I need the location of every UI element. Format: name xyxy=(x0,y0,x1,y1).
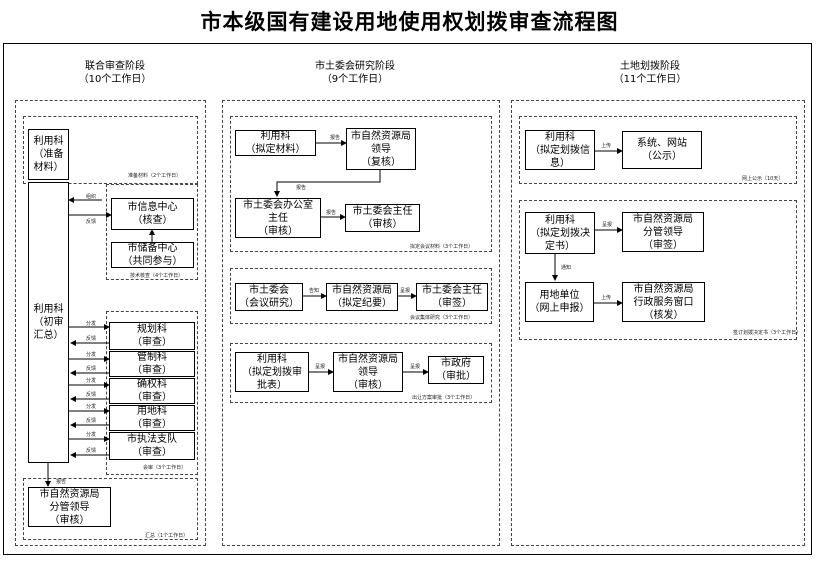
box-bureau-minutes: 市自然资源局 （拟定纪要） xyxy=(326,283,398,311)
prep-group xyxy=(23,116,198,184)
box-notice-draft: 利用科 （拟定划拨信 息） xyxy=(525,130,595,170)
lbl-fb-4: 反馈 xyxy=(86,418,97,424)
lbl-dist-5: 分发 xyxy=(86,432,97,438)
lbl-report-director: 报告 xyxy=(326,210,337,216)
phase-3-container xyxy=(511,100,805,546)
box-summary: 利用科 （初审 汇总） xyxy=(28,182,69,463)
note-review: 会审（3个工作日） xyxy=(143,465,187,471)
lbl-inform: 告知 xyxy=(309,288,320,294)
summary-group xyxy=(23,478,198,540)
box-committee-meeting: 市土委会 （会议研究） xyxy=(235,283,303,311)
lbl-report-bureau: 报告 xyxy=(330,135,341,141)
phase-3-header: 土地划拨阶段 （11个工作日） xyxy=(613,61,687,85)
lbl-dist-4: 分发 xyxy=(86,404,97,410)
box-director-sign: 市土委会主任 （审签） xyxy=(416,283,488,311)
box-dept-control: 管制科 （审查） xyxy=(109,351,195,377)
review-group xyxy=(106,311,198,475)
box-dept-rights: 确权科 （审查） xyxy=(109,378,195,404)
lbl-submit-gov: 呈报 xyxy=(410,364,421,370)
lbl-feedback-info: 反馈 xyxy=(86,219,97,225)
note-meeting: 会议集体研究（3个工作日） xyxy=(410,315,474,321)
box-draft-materials: 利用科 （拟定材料） xyxy=(235,130,316,156)
lbl-upload-window: 上传 xyxy=(601,295,612,301)
lbl-upload-notice: 上传 xyxy=(601,143,612,149)
box-website-publicity: 系统、网站 （公示） xyxy=(622,131,702,169)
phase-1-header: 联合审查阶段 （10个工作日） xyxy=(78,61,152,85)
phase-2-header: 市土委会研究阶段 （9个工作日） xyxy=(315,61,395,85)
box-bureau-recheck: 市自然资源局 领导 （复核） xyxy=(346,128,416,170)
outer-frame xyxy=(3,43,812,555)
lbl-fb-3: 反馈 xyxy=(86,392,97,398)
page-title: 市本级国有建设用地使用权划拨审查流程图 xyxy=(200,9,619,34)
box-approval-draft: 利用科 （拟定划拨审 批表） xyxy=(235,352,309,392)
note-prep: 准备材料（2个工作日） xyxy=(128,173,182,179)
box-leader-sign: 市自然资源局 分管领导 （审签） xyxy=(622,212,704,252)
box-bureau-leader: 市自然资源局 分管领导 （审核） xyxy=(28,487,111,527)
note-draft: 拟定会议材料（3个工作日） xyxy=(410,244,474,250)
lbl-fb-1: 反馈 xyxy=(86,336,97,342)
lbl-submit-sign: 呈报 xyxy=(400,288,411,294)
box-dept-enforcement: 市执法支队 （审查） xyxy=(109,432,195,460)
lbl-fb-2: 反馈 xyxy=(86,366,97,372)
lbl-dist-1: 分发 xyxy=(86,321,97,327)
box-dept-landuse: 用地科 （审查） xyxy=(109,405,195,431)
lbl-notify: 通知 xyxy=(561,265,572,271)
lbl-dist-3: 分发 xyxy=(86,378,97,384)
note-tech: 技术核查（4个工作日） xyxy=(130,273,184,279)
phase-2-container xyxy=(222,100,500,546)
lbl-organize: 组织 xyxy=(86,194,97,200)
box-service-window: 市自然资源局 行政服务窗口 （核发） xyxy=(622,282,705,322)
box-decision-draft: 利用科 （拟定划拨决 定书） xyxy=(525,212,595,254)
note-notice: 网上公示（10天） xyxy=(742,176,784,182)
note-summary: 汇总（1个工作日） xyxy=(145,533,189,539)
tech-group xyxy=(106,184,198,280)
note-gov: 出让方案审批（3个工作日） xyxy=(412,395,476,401)
arrow-bureau-office xyxy=(274,170,381,197)
box-office-director: 市土委会办公室 主任 （审核） xyxy=(235,198,321,238)
lbl-dist-2: 分发 xyxy=(86,352,97,358)
box-bureau-review: 市自然资源局 领导 （审核） xyxy=(333,352,403,392)
box-prep: 利用科 （准备 材料） xyxy=(28,129,69,180)
phase-1-container xyxy=(15,100,206,546)
lbl-report-leader: 报告 xyxy=(56,479,67,485)
box-land-user: 用地单位 （网上申报） xyxy=(525,282,594,322)
gov-group xyxy=(230,343,492,403)
box-city-government: 市政府 （审批） xyxy=(428,356,484,384)
notice-group xyxy=(519,116,797,184)
box-committee-director: 市土委会主任 （审核） xyxy=(345,204,420,232)
meeting-group xyxy=(230,268,492,324)
draft-group xyxy=(230,116,492,252)
lbl-submit-bureau: 呈报 xyxy=(315,364,326,370)
lbl-fb-5: 反馈 xyxy=(86,448,97,454)
decision-group xyxy=(519,200,797,340)
note-decision: 签订划拨决定书（3个工作日） xyxy=(733,330,802,336)
box-dept-planning: 规划科 （审查） xyxy=(109,322,195,350)
lbl-report-office: 报告 xyxy=(296,185,307,191)
lbl-submit-leader: 呈报 xyxy=(602,222,613,228)
box-reserve-center: 市储备中心 （共同参与） xyxy=(111,242,194,268)
box-info-center: 市信息中心 （核查） xyxy=(111,198,194,230)
